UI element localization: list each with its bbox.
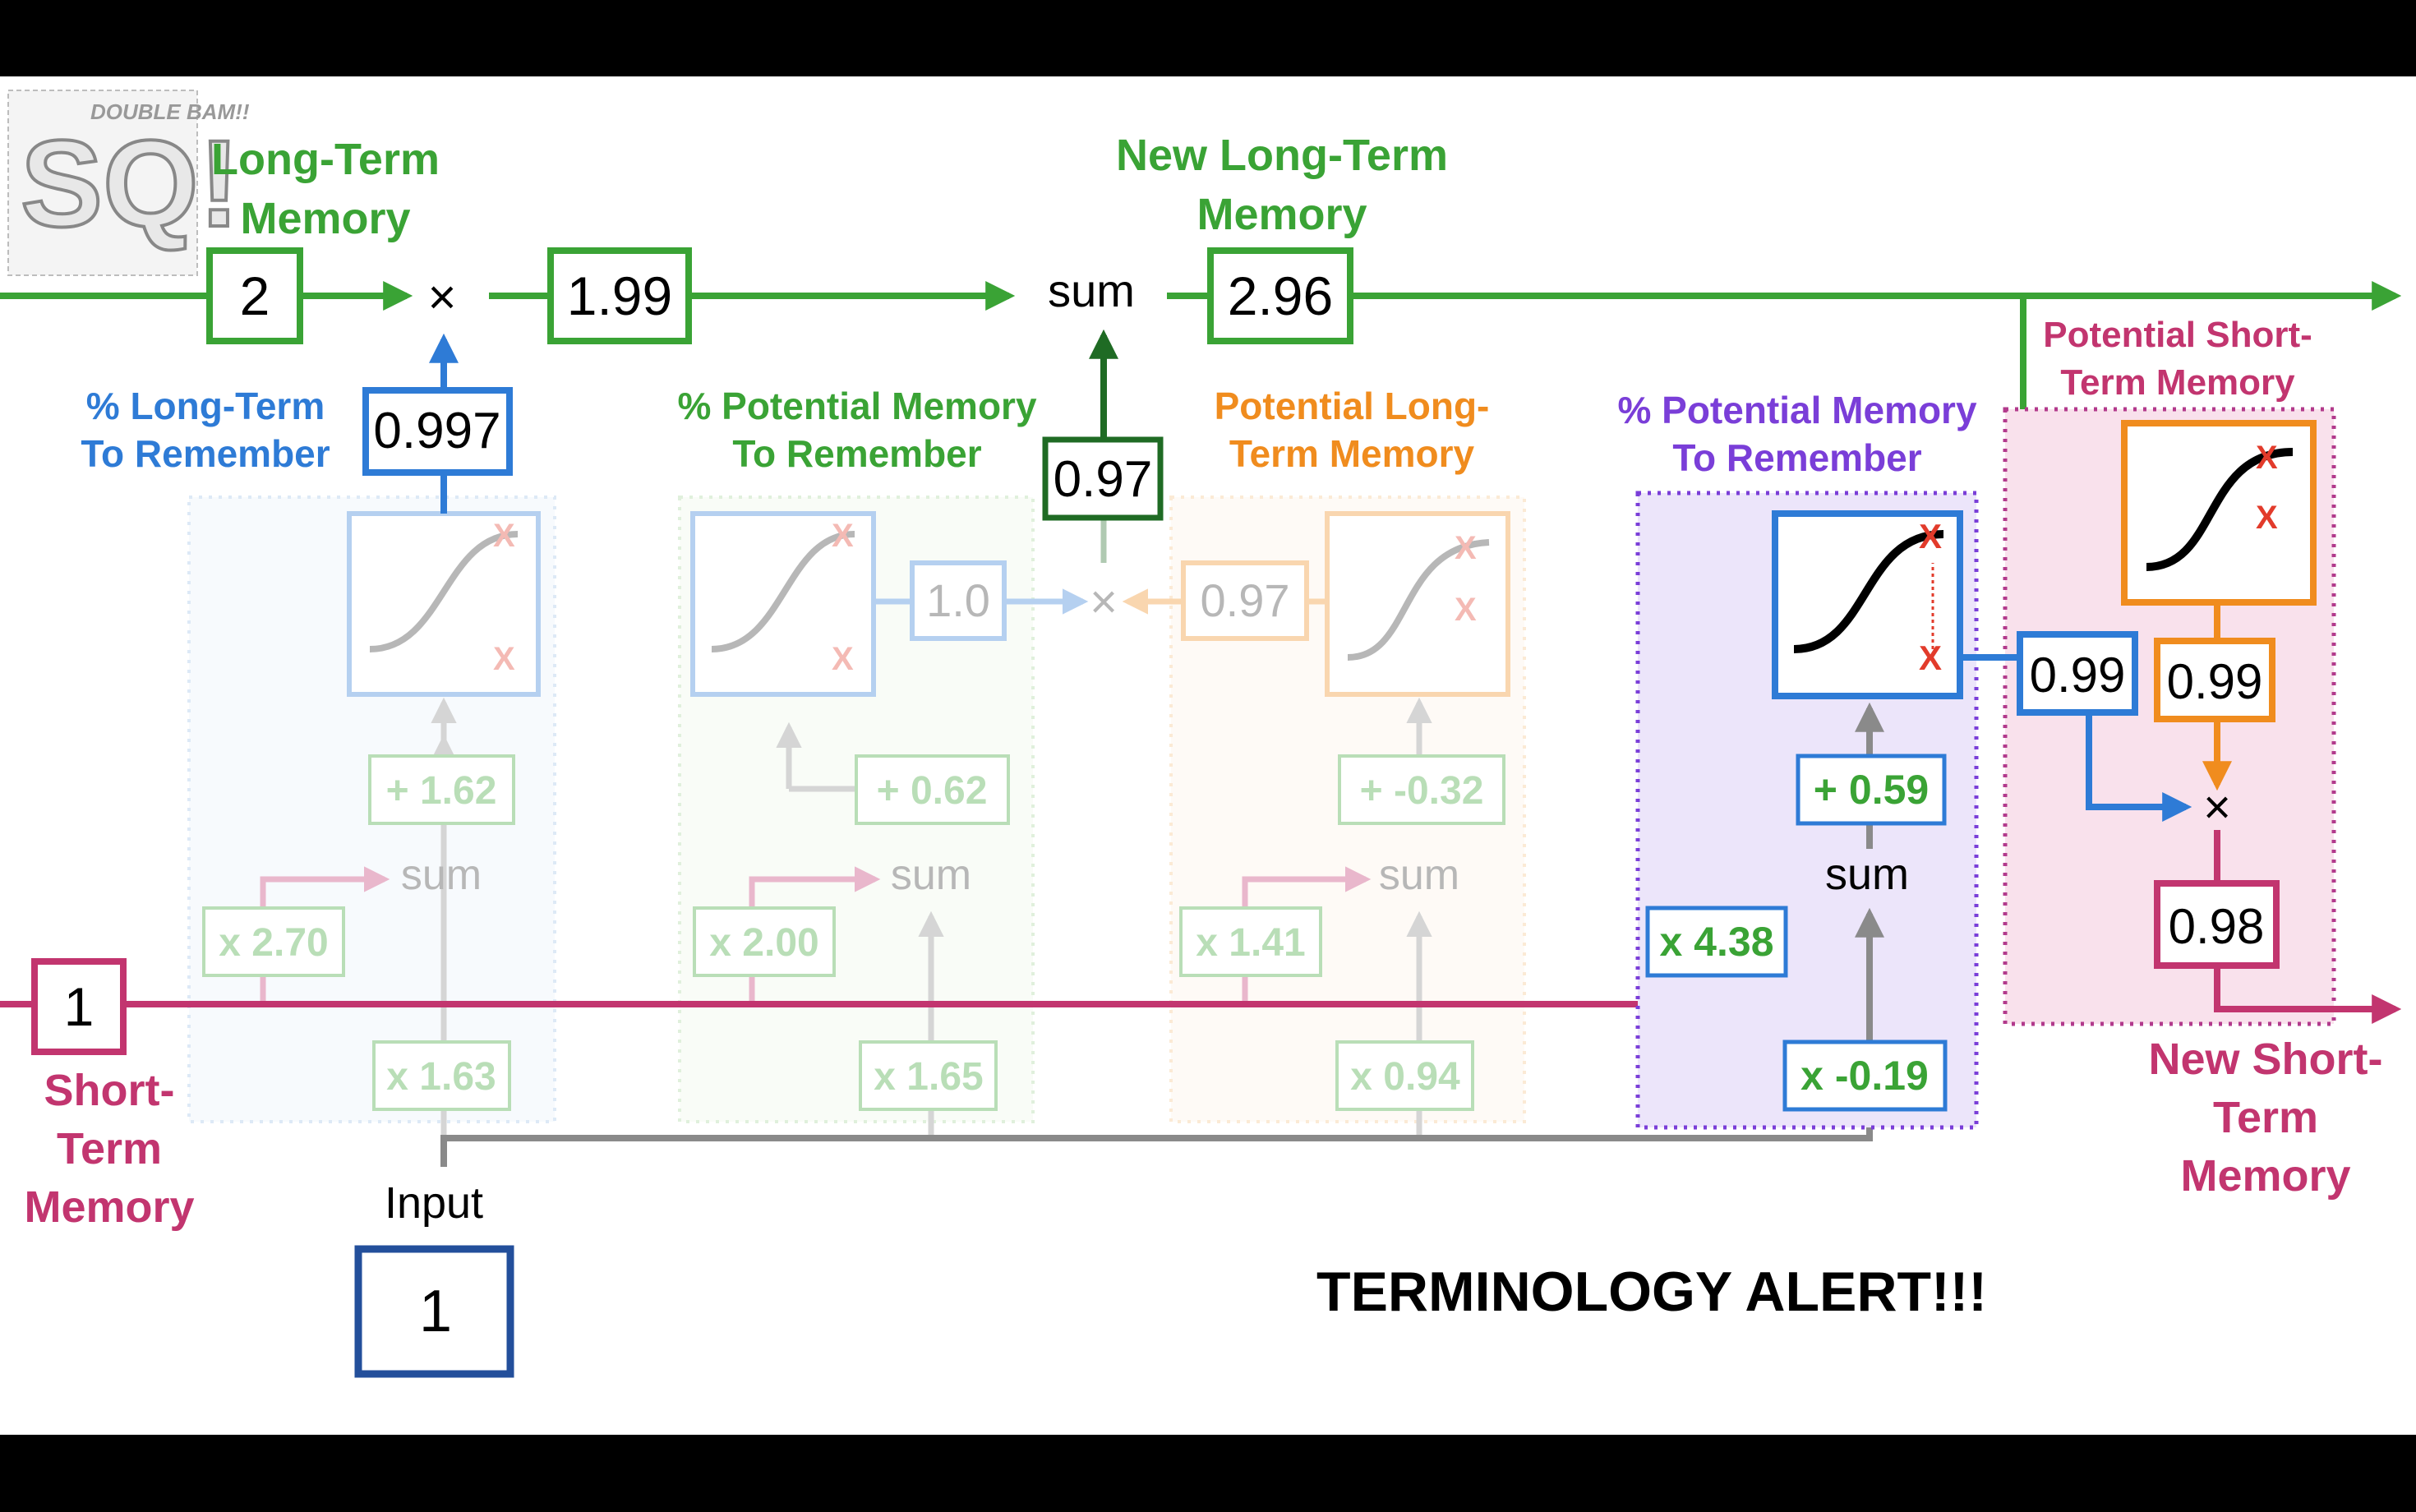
svg-text:Memory: Memory [240, 194, 410, 243]
pct-long-term-label: % Long-Term To Remember [81, 385, 330, 475]
weight-g3-bias: + -0.32 [1360, 769, 1484, 813]
weight-g2-stm: x 2.00 [709, 921, 818, 965]
x-mark-bottom: X [832, 641, 854, 677]
weight-g3-input: x 0.94 [1350, 1055, 1460, 1099]
svg-text:% Long-Term: % Long-Term [86, 385, 325, 427]
svg-text:Term: Term [2213, 1093, 2318, 1142]
pct-potential-memory-label: % Potential Memory To Remember [677, 385, 1037, 475]
x-mark-bottom: X [493, 641, 515, 677]
weight-g3-stm: x 1.41 [1196, 921, 1305, 965]
x-mark-bottom: X [1455, 592, 1477, 628]
new-ltm-value: 2.96 [1228, 265, 1333, 326]
potential-stm-value: 0.99 [2167, 654, 2263, 709]
weight-g4-bias: + 0.59 [1814, 767, 1929, 813]
logo-text: SQ! [21, 114, 240, 252]
pct-output-memory-label: % Potential Memory To Remember [1617, 389, 1977, 479]
sum-g3: sum [1379, 851, 1459, 899]
input-label: Input [385, 1178, 483, 1228]
logo-icon: SQ! DOUBLE BAM!! [7, 90, 250, 276]
potential-short-term-label: Potential Short- Term Memory [2043, 315, 2312, 403]
new-short-term-memory-label: New Short- Term Memory [2148, 1035, 2382, 1201]
forget-gate-value: 0.997 [373, 403, 500, 459]
new-stm-value: 0.98 [2169, 899, 2265, 954]
svg-text:% Potential Memory: % Potential Memory [1617, 389, 1977, 431]
tanh-icon [1347, 539, 1490, 661]
terminology-alert: TERMINOLOGY ALERT!!! [1316, 1261, 1987, 1323]
x-mark-top: X [493, 518, 515, 554]
potential-ltm-value: 0.97 [1201, 574, 1290, 626]
new-stm-arrow [2214, 966, 2402, 1024]
weight-g1-input: x 1.63 [386, 1055, 496, 1099]
multiply-output: × [2203, 781, 2231, 834]
weight-g4-input: x -0.19 [1800, 1053, 1929, 1099]
input-value: 1 [419, 1279, 452, 1344]
svg-text:Memory: Memory [2180, 1151, 2350, 1201]
svg-text:Memory: Memory [1196, 190, 1367, 239]
tanh-icon [2146, 448, 2294, 571]
svg-text:Short-: Short- [44, 1066, 175, 1115]
short-term-memory-label: Short- Term Memory [24, 1066, 194, 1232]
x-mark-top: X [1919, 517, 1942, 555]
logo-subtext: DOUBLE BAM!! [90, 99, 250, 124]
sigmoid-icon [369, 531, 519, 652]
multiply-forget: × [427, 270, 456, 325]
svg-text:Memory: Memory [24, 1182, 194, 1232]
svg-text:New Short-: New Short- [2148, 1035, 2382, 1084]
sum-g4: sum [1825, 850, 1909, 899]
svg-text:Potential Long-: Potential Long- [1215, 385, 1490, 427]
svg-text:Term Memory: Term Memory [1229, 432, 1475, 475]
pct-potential-value: 1.0 [926, 574, 990, 626]
sum-g2: sum [891, 851, 971, 899]
svg-text:Term Memory: Term Memory [2060, 362, 2295, 403]
stm-value: 1 [64, 976, 95, 1037]
x-mark-bottom: X [1919, 638, 1942, 677]
potential-long-term-label: Potential Long- Term Memory [1215, 385, 1490, 475]
sum-ltm: sum [1048, 265, 1135, 316]
sigmoid-icon [1793, 530, 1944, 653]
svg-text:Term: Term [57, 1124, 162, 1173]
multiply-input-gate: × [1090, 575, 1118, 629]
x-mark-top: X [1455, 530, 1477, 566]
x-mark-top: X [2256, 440, 2278, 476]
sigmoid-icon [711, 531, 855, 652]
input-gate-pct-group: X X + 0.62 x 2.00 sum x 1.65 1.0 × [678, 496, 1118, 1138]
input-contrib-value: 0.97 [1054, 451, 1153, 508]
new-long-term-memory-label: New Long-Term Memory [1116, 131, 1448, 239]
x-mark-bottom: X [2256, 500, 2278, 536]
svg-text:% Potential Memory: % Potential Memory [677, 385, 1037, 427]
svg-text:Potential Short-: Potential Short- [2043, 315, 2312, 355]
svg-text:Long-Term: Long-Term [211, 135, 440, 184]
output-gate-value: 0.99 [2030, 648, 2126, 703]
weight-g1-stm: x 2.70 [219, 921, 328, 965]
weight-g4-stm: x 4.38 [1659, 919, 1773, 965]
svg-text:To Remember: To Remember [81, 432, 330, 475]
long-term-memory-label: Long-Term Memory [211, 135, 440, 243]
ltm-after-forget-value: 1.99 [567, 265, 672, 326]
weight-g2-input: x 1.65 [874, 1055, 983, 1099]
weight-g2-bias: + 0.62 [877, 769, 988, 813]
ltm-value: 2 [240, 265, 270, 326]
candidate-group: X X + -0.32 x 1.41 sum x 0.94 0.97 [1122, 496, 1526, 1138]
weight-g1-bias: + 1.62 [386, 769, 497, 813]
x-mark-top: X [832, 518, 854, 554]
svg-text:To Remember: To Remember [732, 432, 981, 475]
sum-g1: sum [401, 851, 482, 899]
svg-text:To Remember: To Remember [1672, 436, 1921, 479]
forget-gate-group: X X + 1.62 x 2.70 sum x 1.63 [187, 496, 556, 1138]
svg-text:New Long-Term: New Long-Term [1116, 131, 1448, 180]
